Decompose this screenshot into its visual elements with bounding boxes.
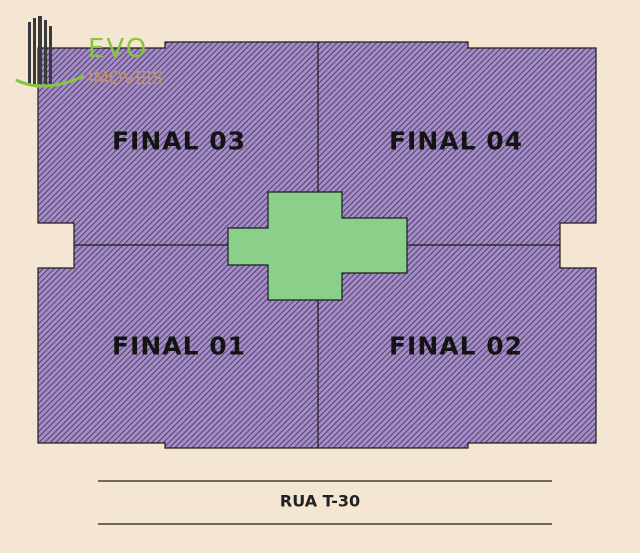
unit-label-final-02: FINAL 02 (388, 331, 524, 361)
unit-label-final-04: FINAL 04 (388, 126, 524, 156)
common-area (227, 191, 408, 301)
logo-brand-text: EVO (88, 34, 149, 64)
unit-label-final-03: FINAL 03 (111, 126, 247, 156)
unit-label-final-01: FINAL 01 (111, 331, 247, 361)
logo-tagline-text: IMOVEIS (88, 68, 164, 89)
evo-imoveis-logo: EVO IMOVEIS (14, 14, 174, 94)
building-logo-icon (15, 16, 85, 88)
street-label: RUA T-30 (279, 491, 361, 511)
